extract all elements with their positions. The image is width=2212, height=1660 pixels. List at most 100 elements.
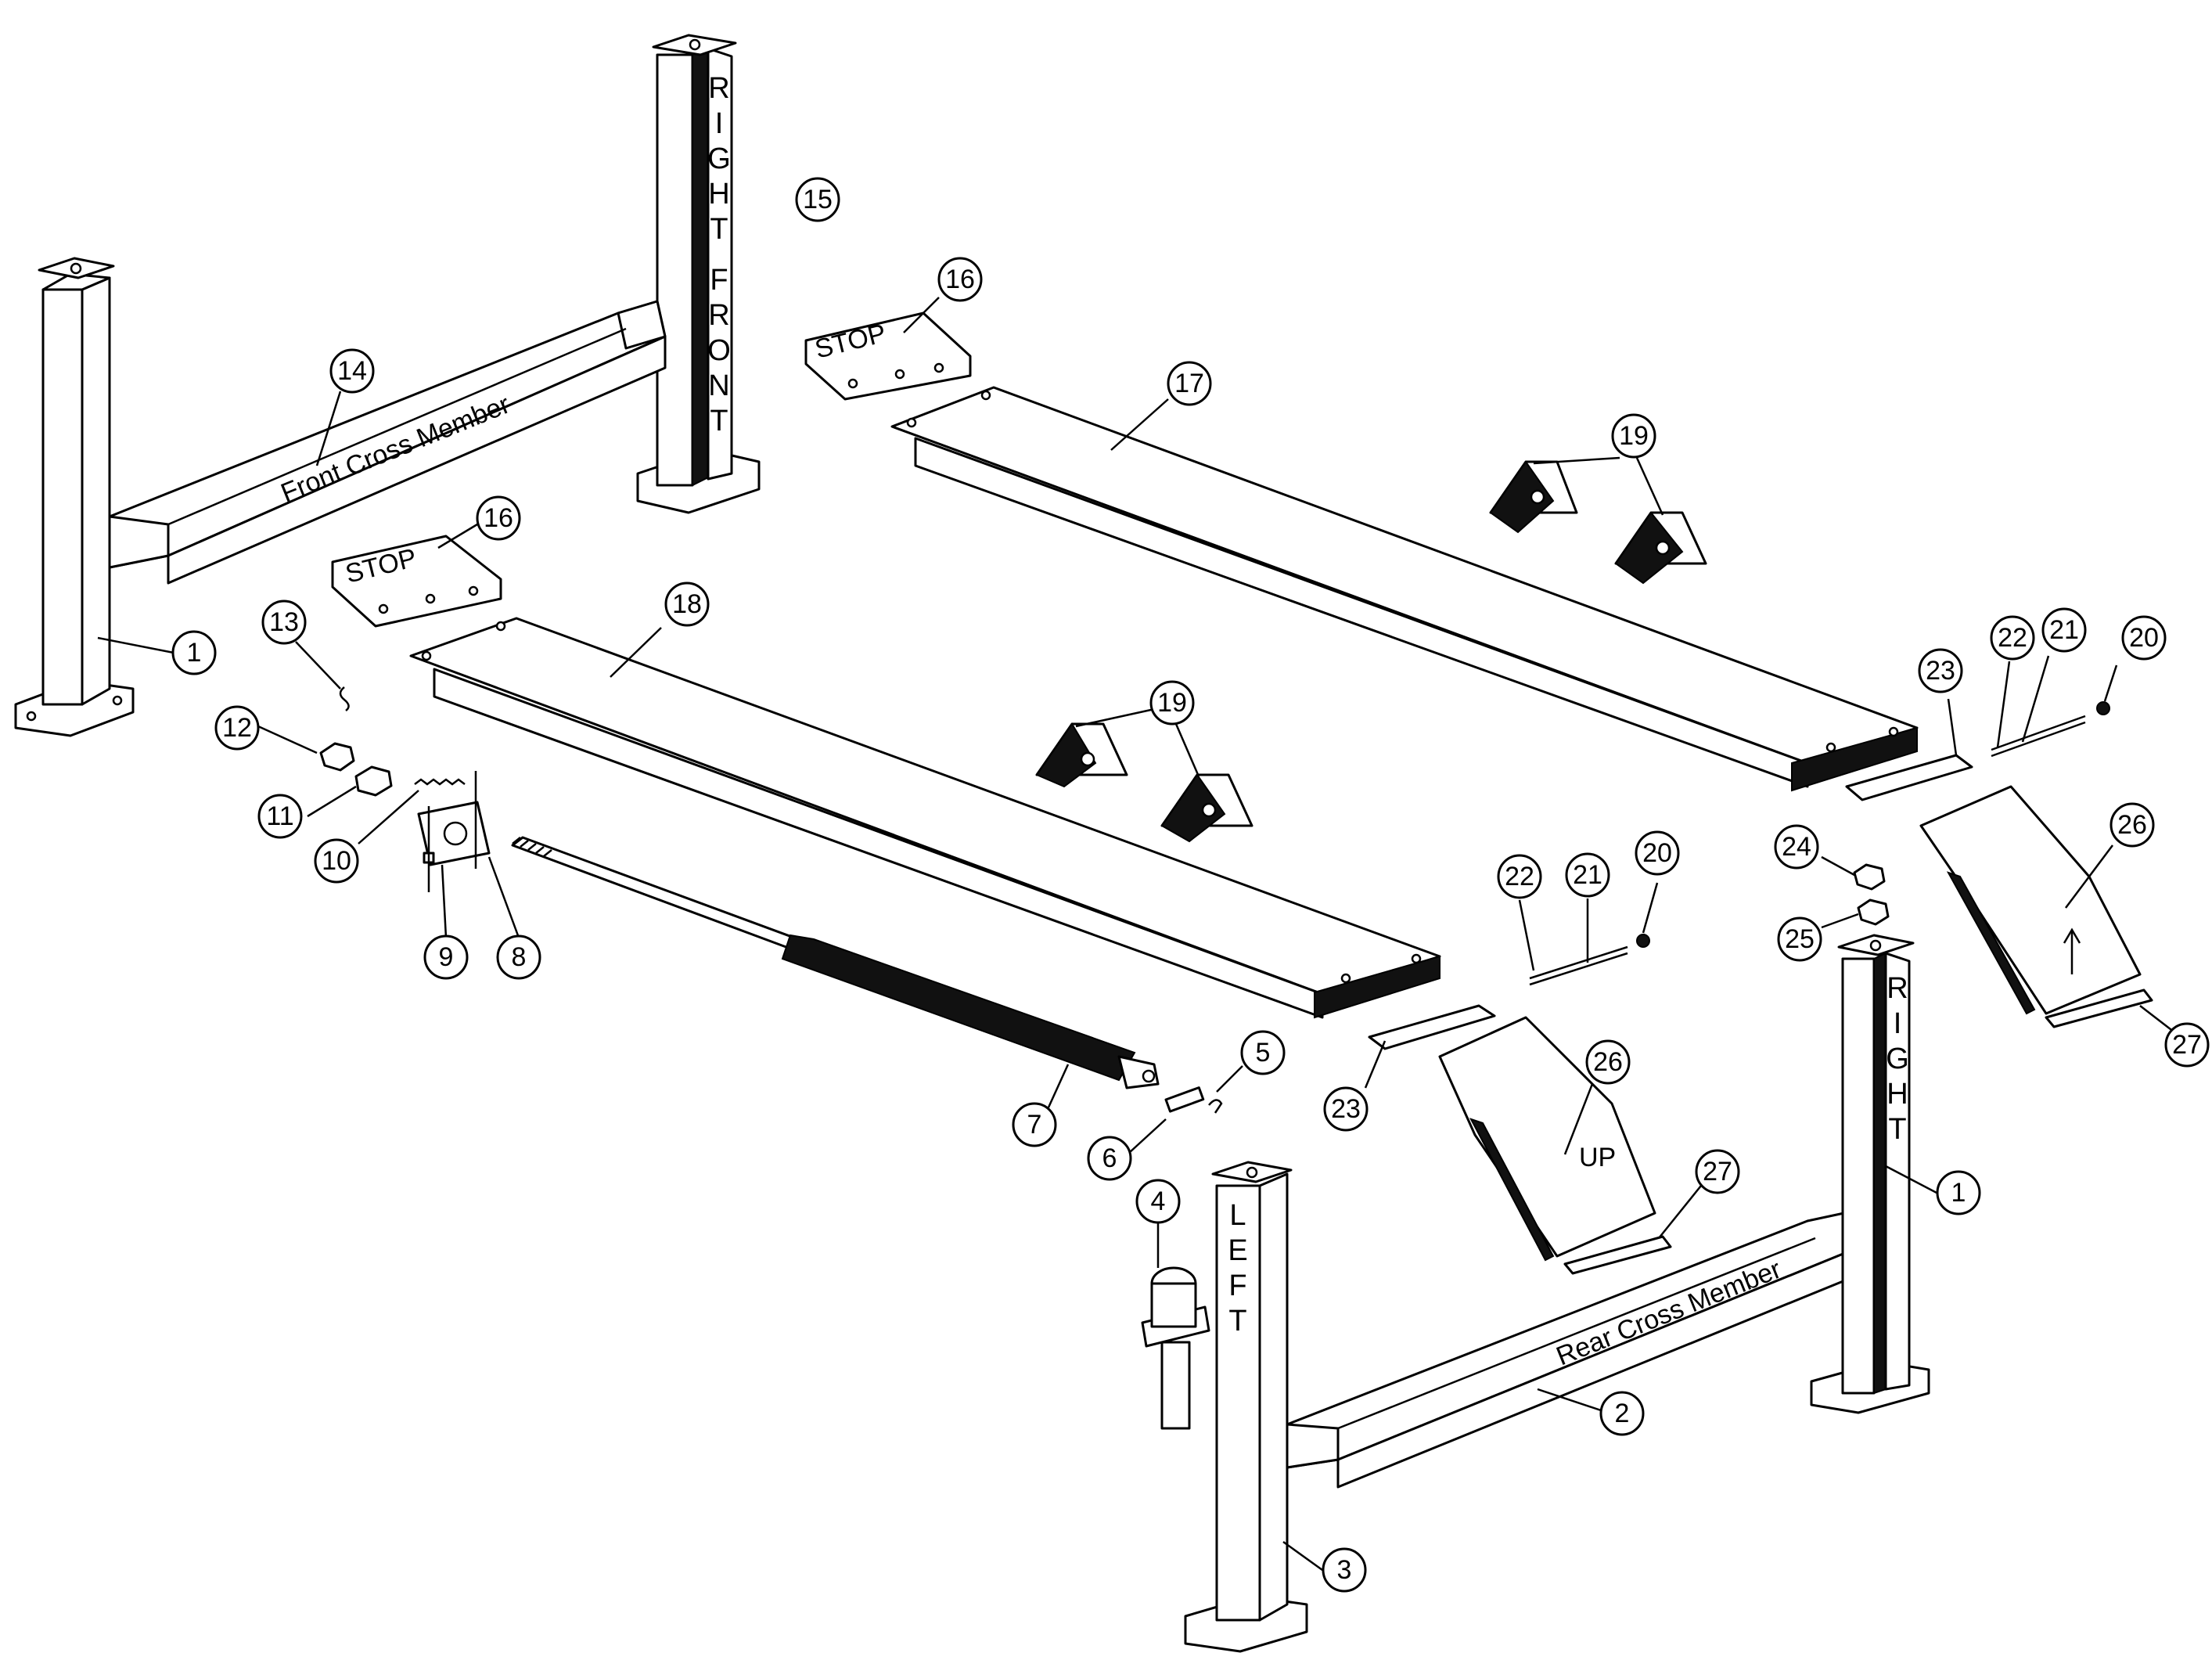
svg-text:27: 27 bbox=[1703, 1157, 1732, 1186]
post-letter: T bbox=[1228, 1305, 1246, 1338]
callout-23-lower: 23 bbox=[1323, 1086, 1369, 1132]
pin-set-upper bbox=[1991, 701, 2110, 758]
post-letter: H bbox=[1886, 1078, 1908, 1111]
post-letter: H bbox=[708, 178, 729, 211]
runway-right bbox=[890, 386, 1919, 792]
svg-text:1: 1 bbox=[1951, 1178, 1966, 1208]
callout-16-lower: 16 bbox=[476, 495, 521, 541]
svg-text:24: 24 bbox=[1782, 832, 1811, 862]
approach-ramp-upper bbox=[1919, 785, 2142, 1015]
pin-set-lower bbox=[1529, 934, 1650, 986]
nut-25 bbox=[1857, 898, 1890, 926]
svg-text:13: 13 bbox=[269, 607, 299, 637]
leader-lines bbox=[97, 297, 2178, 1572]
post-letter: I bbox=[1894, 1007, 1902, 1040]
callout-20-upper: 20 bbox=[2121, 615, 2167, 661]
svg-text:17: 17 bbox=[1174, 369, 1204, 398]
callout-16-upper: 16 bbox=[937, 257, 983, 302]
front-cross-member bbox=[108, 300, 667, 585]
post-letter: L bbox=[1229, 1199, 1246, 1232]
post-letter: T bbox=[710, 405, 728, 438]
svg-text:20: 20 bbox=[2129, 623, 2159, 653]
post-letter: N bbox=[708, 369, 729, 402]
post-letter: R bbox=[708, 72, 729, 105]
power-unit bbox=[1141, 1266, 1210, 1430]
svg-text:21: 21 bbox=[1573, 860, 1602, 890]
callout-20-lower: 20 bbox=[1635, 830, 1680, 876]
approach-ramp-lower bbox=[1438, 1016, 1656, 1262]
svg-text:3: 3 bbox=[1337, 1555, 1352, 1585]
svg-text:16: 16 bbox=[945, 265, 975, 294]
post-letter: G bbox=[707, 142, 731, 175]
callout-21-upper: 21 bbox=[2041, 607, 2087, 653]
svg-text:16: 16 bbox=[484, 503, 513, 533]
svg-text:27: 27 bbox=[2172, 1030, 2202, 1060]
callout-10: 10 bbox=[314, 838, 359, 884]
safety-clip-13 bbox=[339, 686, 350, 711]
svg-text:1: 1 bbox=[187, 638, 202, 668]
callout-22-lower: 22 bbox=[1497, 854, 1542, 899]
callout-23-upper: 23 bbox=[1918, 648, 1963, 693]
callout-9: 9 bbox=[423, 934, 469, 980]
cotter-pin-5 bbox=[1208, 1099, 1223, 1114]
svg-text:23: 23 bbox=[1331, 1094, 1361, 1124]
svg-text:4: 4 bbox=[1151, 1186, 1166, 1216]
callout-3: 3 bbox=[1322, 1547, 1367, 1593]
spring-10 bbox=[414, 778, 466, 786]
hydraulic-cylinder bbox=[511, 836, 1160, 1089]
svg-text:15: 15 bbox=[803, 185, 833, 214]
svg-text:18: 18 bbox=[672, 589, 702, 619]
runway-left bbox=[409, 617, 1441, 1019]
ramp-hinge-lower bbox=[1563, 1235, 1672, 1275]
svg-text:22: 22 bbox=[1505, 862, 1534, 891]
post-letter: R bbox=[708, 299, 729, 332]
svg-text:12: 12 bbox=[222, 713, 252, 743]
post-letter: O bbox=[707, 334, 731, 367]
callout-25: 25 bbox=[1777, 916, 1822, 962]
right-rear-post bbox=[1810, 934, 1930, 1414]
callout-11: 11 bbox=[257, 794, 303, 839]
svg-text:2: 2 bbox=[1615, 1399, 1630, 1428]
stop-plate-lower bbox=[331, 535, 502, 628]
callout-19-lower: 19 bbox=[1149, 680, 1195, 726]
callout-24: 24 bbox=[1774, 824, 1819, 870]
svg-text:20: 20 bbox=[1642, 838, 1672, 868]
post-letter: I bbox=[715, 107, 724, 140]
svg-text:19: 19 bbox=[1619, 421, 1649, 451]
svg-text:11: 11 bbox=[266, 801, 293, 831]
nut-24 bbox=[1853, 863, 1886, 891]
hex-nut-11 bbox=[354, 765, 393, 797]
svg-text:10: 10 bbox=[322, 846, 351, 876]
svg-text:19: 19 bbox=[1157, 688, 1187, 718]
svg-text:26: 26 bbox=[2117, 810, 2147, 840]
hinge-plate-upper bbox=[1845, 754, 1973, 801]
svg-text:14: 14 bbox=[337, 356, 367, 386]
callout-6: 6 bbox=[1087, 1136, 1132, 1181]
front-left-post bbox=[14, 257, 135, 737]
right-front-post bbox=[636, 34, 761, 514]
svg-text:26: 26 bbox=[1593, 1047, 1623, 1077]
callout-5: 5 bbox=[1240, 1030, 1286, 1075]
ramp-hinge-upper bbox=[2045, 988, 2153, 1028]
post-letter: T bbox=[710, 213, 728, 246]
callout-7: 7 bbox=[1012, 1102, 1057, 1147]
svg-text:9: 9 bbox=[439, 942, 454, 972]
post-letter: G bbox=[1886, 1042, 1909, 1075]
callout-26-upper: 26 bbox=[2109, 802, 2155, 848]
callout-18: 18 bbox=[664, 582, 710, 627]
callout-27-lower: 27 bbox=[1695, 1149, 1740, 1194]
callout-12: 12 bbox=[214, 705, 260, 751]
hinge-plate-lower bbox=[1368, 1004, 1496, 1050]
left-rear-post bbox=[1184, 1161, 1308, 1653]
svg-text:23: 23 bbox=[1926, 656, 1955, 686]
callout-14: 14 bbox=[329, 348, 375, 394]
callout-15: 15 bbox=[795, 177, 840, 222]
svg-text:7: 7 bbox=[1027, 1110, 1042, 1140]
callout-19-upper: 19 bbox=[1611, 413, 1656, 459]
callout-8: 8 bbox=[496, 934, 541, 980]
callout-27-upper: 27 bbox=[2164, 1022, 2210, 1068]
callout-4: 4 bbox=[1135, 1179, 1181, 1224]
wheel-chock-4 bbox=[1160, 773, 1253, 843]
